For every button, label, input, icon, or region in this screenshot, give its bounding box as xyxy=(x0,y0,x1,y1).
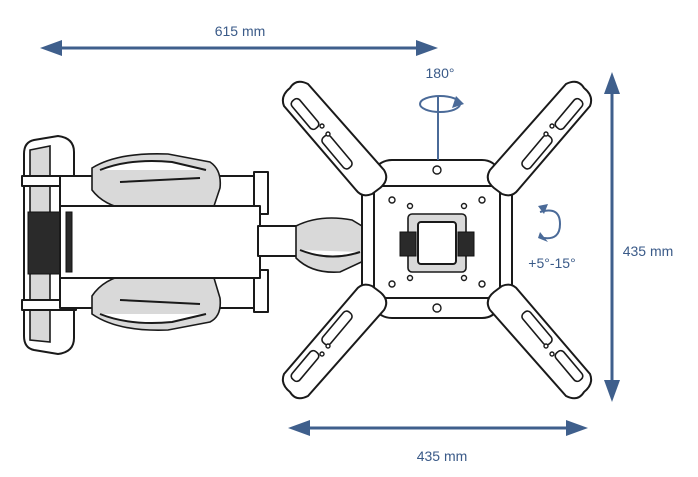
vesa-width-label: 435 mm xyxy=(417,448,468,464)
arrow-right-icon xyxy=(416,40,438,56)
vesa-width-dimension: 435 mm xyxy=(288,420,588,464)
rotate-vertical-icon xyxy=(539,209,562,240)
arm-extension-label: 615 mm xyxy=(215,23,266,39)
lower-arm xyxy=(59,269,269,331)
bracket-arm-bottom-right xyxy=(486,283,593,400)
bracket-arm-top-left xyxy=(281,80,388,197)
arrow-down-icon xyxy=(604,380,620,402)
vesa-height-label: 435 mm xyxy=(623,243,674,259)
arrow-left-icon xyxy=(40,40,62,56)
upper-arm xyxy=(59,152,269,215)
middle-arm xyxy=(59,205,373,279)
bracket-arm-bottom-left xyxy=(281,283,388,400)
arrow-left-icon xyxy=(288,420,310,436)
arm-extension-dimension: 615 mm xyxy=(40,23,438,56)
arrow-right-icon xyxy=(566,420,588,436)
arrow-up-icon xyxy=(604,72,620,94)
vesa-height-dimension: 435 mm xyxy=(604,72,673,402)
swivel-rotation: 180° xyxy=(419,65,464,160)
swivel-label: 180° xyxy=(426,65,455,81)
tilt-label: +5°-15° xyxy=(528,255,575,271)
bracket-arm-top-right xyxy=(486,80,593,197)
tilt-rotation: +5°-15° xyxy=(528,204,576,271)
